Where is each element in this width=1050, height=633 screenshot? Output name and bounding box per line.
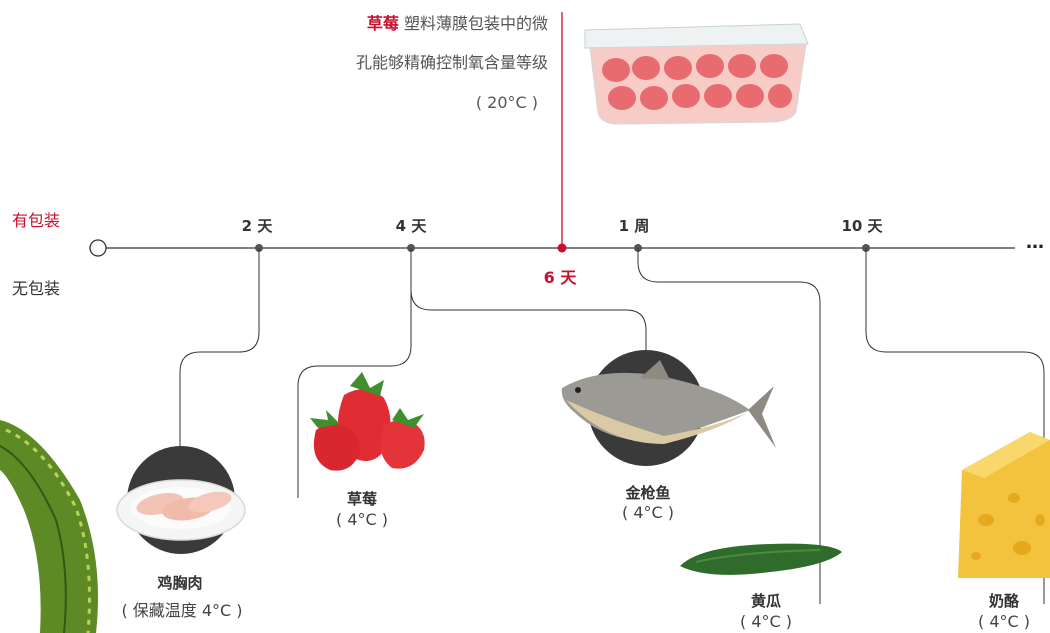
tuna-image (561, 360, 776, 448)
strawberry-box-image (584, 23, 809, 125)
connector-cheese (865, 248, 1045, 604)
cucumber-image (680, 543, 842, 575)
tick-label-2days: 2 天 (241, 217, 273, 235)
timeline-continuation: … (1026, 232, 1044, 253)
connector-cucumber (637, 248, 821, 604)
item-strawberry-name: 草莓 (346, 490, 378, 508)
callout-line2: 孔能够精确控制氧含量等级 (355, 53, 548, 72)
item-cheese-note: ( 4°C ) (977, 612, 1031, 631)
item-cucumber-note: ( 4°C ) (739, 612, 793, 631)
legend-unpackaged: 无包装 (12, 279, 61, 298)
callout-text1: 塑料薄膜包装中的微 (403, 14, 548, 33)
tick-label-1week: 1 周 (618, 217, 650, 235)
tick-label-10days: 10 天 (841, 217, 883, 235)
legend-packaged: 有包装 (12, 211, 61, 230)
connector-tuna (410, 289, 647, 360)
tick-label-4days: 4 天 (395, 217, 427, 235)
callout-temp: ( 20°C ) (475, 93, 538, 112)
item-tuna-name: 金枪鱼 (625, 484, 671, 502)
connector-chicken (179, 248, 260, 470)
item-chicken-name: 鸡胸肉 (157, 574, 203, 592)
strawberries-image (310, 372, 425, 471)
item-tuna-note: ( 4°C ) (621, 503, 675, 522)
cheese-image (958, 432, 1050, 578)
item-cucumber-name: 黄瓜 (750, 592, 782, 610)
chicken-image (116, 479, 246, 541)
large-cucumber-image (0, 420, 98, 633)
connector-strawberry (297, 248, 412, 498)
item-strawberry-note: ( 4°C ) (335, 510, 389, 529)
tick-label-6days: 6 天 (543, 268, 577, 287)
item-chicken-note: ( 保藏温度 4°C ) (121, 601, 243, 620)
callout-line1: 草莓 塑料薄膜包装中的微 (367, 10, 548, 34)
callout-name: 草莓 (366, 14, 399, 33)
timeline-start-marker (89, 239, 107, 257)
item-cheese-name: 奶酪 (988, 592, 1020, 610)
tick-dot-6days (557, 243, 567, 253)
